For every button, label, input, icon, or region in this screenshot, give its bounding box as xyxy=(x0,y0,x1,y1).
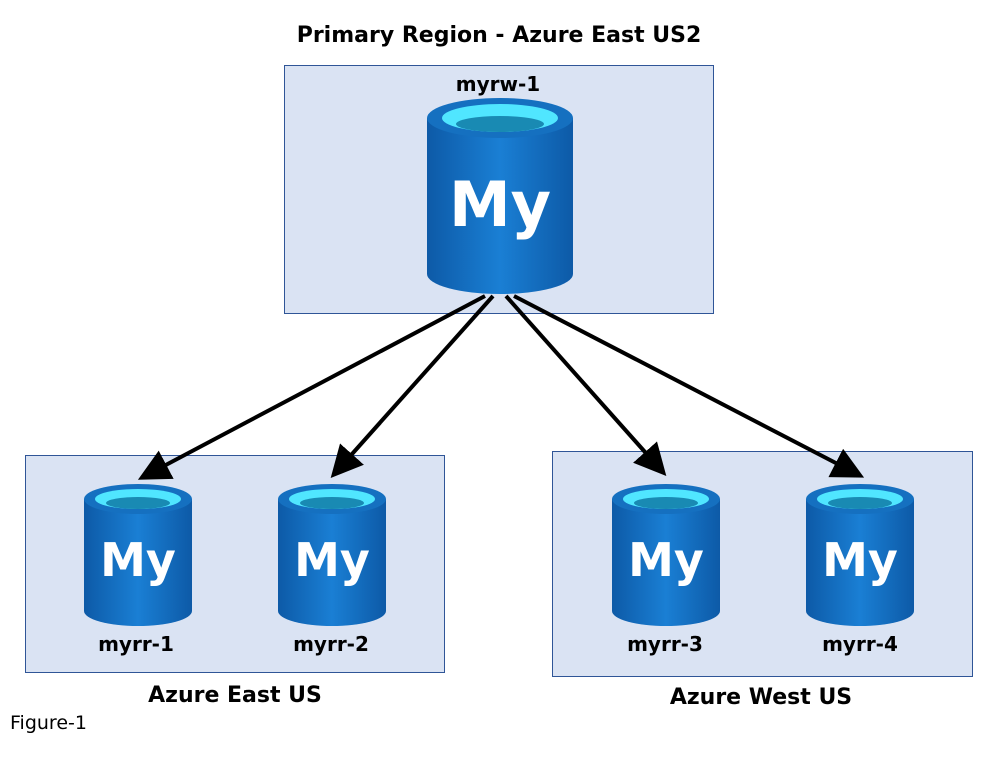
east-mysql-database-icon-1: My xyxy=(84,484,192,626)
svg-text:My: My xyxy=(294,533,370,587)
primary-mysql-database-icon: My xyxy=(427,98,573,294)
east-db-label-1: myrr-1 xyxy=(98,632,174,656)
figure-caption: Figure-1 xyxy=(10,712,87,734)
svg-text:My: My xyxy=(100,533,176,587)
arrow-to-myrr-4 xyxy=(513,294,865,478)
svg-text:My: My xyxy=(628,533,704,587)
primary-region-title: Primary Region - Azure East US2 xyxy=(296,23,702,48)
db-icon-text: My xyxy=(449,168,551,241)
east-mysql-database-icon-2: My xyxy=(278,484,386,626)
arrow-to-myrr-3 xyxy=(504,294,667,476)
east-region-title: Azure East US xyxy=(148,683,322,708)
svg-text:My: My xyxy=(822,533,898,587)
west-mysql-database-icon-1: My xyxy=(612,484,720,626)
west-region-title: Azure West US xyxy=(669,685,853,710)
west-mysql-database-icon-2: My xyxy=(806,484,914,626)
primary-db-label: myrw-1 xyxy=(455,72,541,96)
arrow-to-myrr-1 xyxy=(137,294,486,480)
west-db-label-1: myrr-3 xyxy=(627,632,703,656)
west-db-label-2: myrr-4 xyxy=(822,632,898,656)
east-db-label-2: myrr-2 xyxy=(293,632,369,656)
arrow-to-myrr-2 xyxy=(330,294,495,478)
